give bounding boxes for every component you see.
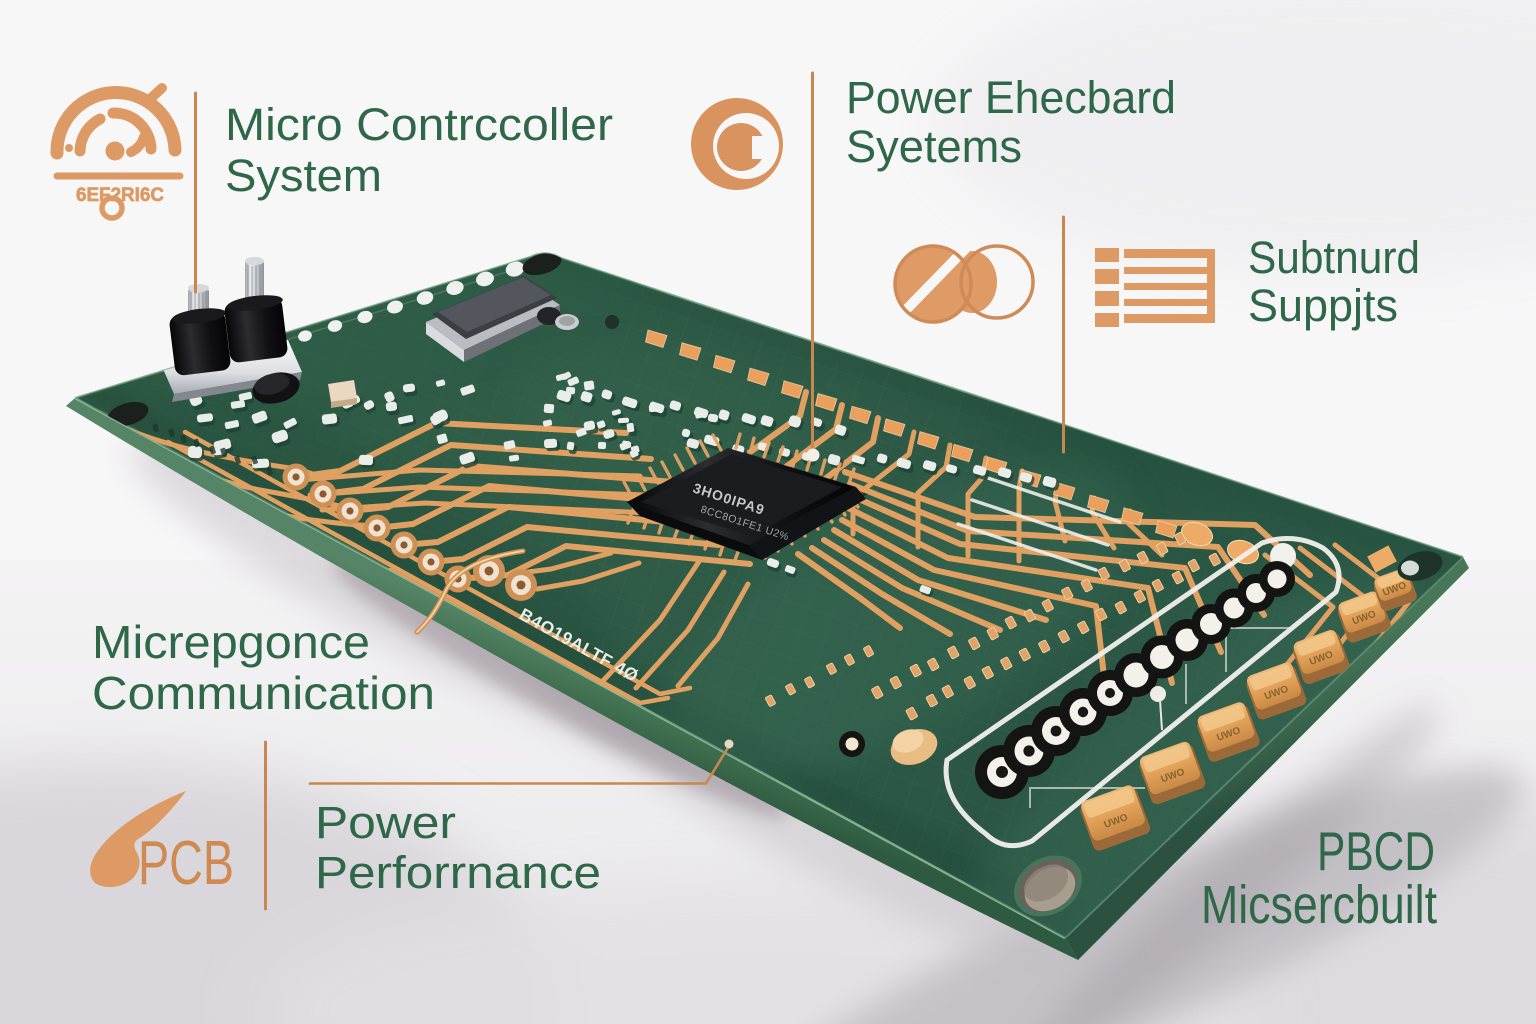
svg-text:6EF2RI6C: 6EF2RI6C — [76, 185, 164, 206]
svg-text:Micsercbuilt: Micsercbuilt — [1201, 875, 1437, 935]
svg-text:PCB: PCB — [138, 829, 234, 898]
svg-text:Power: Power — [315, 797, 456, 848]
svg-text:Subtnurd: Subtnurd — [1248, 232, 1420, 283]
svg-text:Micro Contrccoller: Micro Contrccoller — [225, 99, 613, 150]
svg-text:Micrepgonce: Micrepgonce — [92, 616, 370, 668]
svg-text:System: System — [225, 150, 382, 201]
svg-text:Power Ehecbard: Power Ehecbard — [846, 72, 1176, 123]
svg-text:PBCD: PBCD — [1317, 820, 1435, 882]
svg-text:Suppjts: Suppjts — [1248, 280, 1398, 331]
svg-text:Communication: Communication — [92, 667, 435, 719]
svg-text:Syetems: Syetems — [846, 121, 1022, 172]
svg-text:Perforrnance: Perforrnance — [315, 847, 601, 898]
